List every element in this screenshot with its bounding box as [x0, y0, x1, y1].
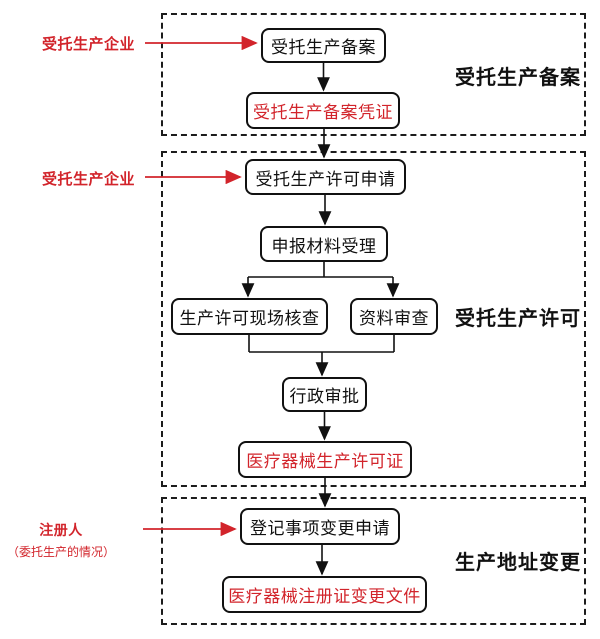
section-label-address-change: 生产地址变更: [455, 550, 581, 574]
side-label-registrant-note: （委托生产的情况）: [6, 545, 115, 559]
node-production-license: 医疗器械生产许可证: [238, 441, 412, 478]
node-document-review: 资料审查: [350, 298, 438, 335]
side-label-registrant-title: 注册人: [39, 523, 83, 539]
node-onsite-inspection: 生产许可现场核查: [171, 298, 328, 335]
section-frame-address-change: [161, 497, 586, 625]
split-acceptance-branches: [248, 262, 393, 278]
node-filing-certificate: 受托生产备案凭证: [246, 92, 400, 129]
merge-review-branches: [248, 335, 395, 353]
section-label-entrusted-license: 受托生产许可: [455, 306, 581, 330]
section-frame-entrusted-filing: [161, 13, 586, 136]
node-filing-application: 受托生产备案: [261, 28, 386, 63]
node-material-acceptance: 申报材料受理: [260, 226, 388, 262]
node-license-application: 受托生产许可申请: [245, 159, 406, 195]
node-registration-change-document: 医疗器械注册证变更文件: [222, 576, 427, 613]
node-administrative-approval: 行政审批: [282, 377, 367, 412]
section-label-entrusted-filing: 受托生产备案: [455, 65, 581, 89]
node-change-application: 登记事项变更申请: [240, 508, 400, 545]
side-label-entrusted-manufacturer-license: 受托生产企业: [42, 170, 136, 188]
side-label-entrusted-manufacturer-filing: 受托生产企业: [42, 35, 136, 53]
section-frame-entrusted-license: [161, 151, 586, 487]
side-label-registrant: 注册人 （委托生产的情况）: [4, 520, 118, 560]
